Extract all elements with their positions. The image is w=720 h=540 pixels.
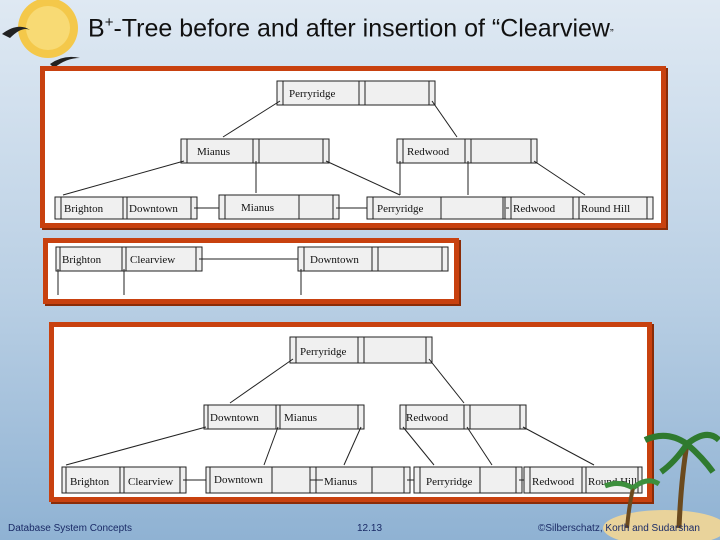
root-node: Perryridge bbox=[289, 336, 433, 364]
node-key: Brighton bbox=[64, 203, 104, 215]
leaf-node-2: Downtown bbox=[205, 466, 327, 494]
node-key: Perryridge bbox=[426, 476, 473, 488]
bird-logo-icon bbox=[2, 0, 80, 68]
split-leaf-a: Brighton Clearview bbox=[55, 246, 203, 272]
before-tree-panel: Perryridge Mianus Redwood Bright bbox=[40, 66, 666, 228]
palm-island-icon bbox=[603, 431, 720, 540]
node-key: Downtown bbox=[214, 474, 263, 486]
split-pointers bbox=[57, 258, 302, 295]
node-key: Downtown bbox=[129, 203, 178, 215]
internal-node-right: Redwood bbox=[396, 138, 538, 164]
node-key: Downtown bbox=[210, 412, 259, 424]
internal-node-left: Downtown Mianus bbox=[203, 404, 365, 430]
node-key: Clearview bbox=[130, 254, 175, 266]
leaf-node-2: Mianus bbox=[218, 194, 340, 220]
after-tree-panel: Perryridge Downtown Mianus Redwood Brigh… bbox=[49, 322, 652, 502]
node-key: Redwood bbox=[532, 476, 575, 488]
node-key: Redwood bbox=[513, 203, 556, 215]
node-key: Mianus bbox=[241, 202, 274, 214]
node-key: Perryridge bbox=[300, 346, 347, 358]
split-leaves-panel: Brighton Clearview Downtown bbox=[43, 238, 459, 304]
node-key: Downtown bbox=[310, 254, 359, 266]
node-key: Mianus bbox=[284, 412, 317, 424]
node-key: Redwood bbox=[407, 146, 450, 158]
node-key: Perryridge bbox=[289, 88, 336, 100]
internal-node-right: Redwood bbox=[399, 404, 527, 430]
node-key: Mianus bbox=[197, 146, 230, 158]
internal-node-left: Mianus bbox=[180, 138, 330, 164]
node-key: Brighton bbox=[70, 476, 110, 488]
leaf-node-1: Brighton Clearview bbox=[61, 466, 187, 494]
node-key: Clearview bbox=[128, 476, 173, 488]
tree-pointers bbox=[65, 358, 595, 481]
leaf-node-3: Mianus bbox=[309, 466, 411, 494]
leaf-node-3: Perryridge bbox=[366, 196, 510, 220]
footer-copyright: ©Silberschatz, Korth and Sudarshan bbox=[538, 523, 700, 534]
node-key: Brighton bbox=[62, 254, 102, 266]
node-key: Perryridge bbox=[377, 203, 424, 215]
leaf-node-4: Perryridge bbox=[413, 466, 523, 494]
tree-pointers bbox=[62, 100, 586, 209]
leaf-node-1: Brighton Downtown bbox=[54, 196, 198, 220]
split-leaf-b: Downtown bbox=[297, 246, 449, 272]
node-key: Mianus bbox=[324, 476, 357, 488]
node-key: Round Hill bbox=[581, 203, 630, 215]
leaf-node-4: Redwood Round Hill bbox=[504, 196, 654, 220]
footer-left: Database System Concepts bbox=[8, 523, 132, 534]
footer-page-number: 12.13 bbox=[357, 523, 383, 534]
node-key: Redwood bbox=[406, 412, 449, 424]
root-node: Perryridge bbox=[276, 80, 436, 106]
slide-title: B+-Tree before and after insertion of “C… bbox=[88, 14, 614, 43]
